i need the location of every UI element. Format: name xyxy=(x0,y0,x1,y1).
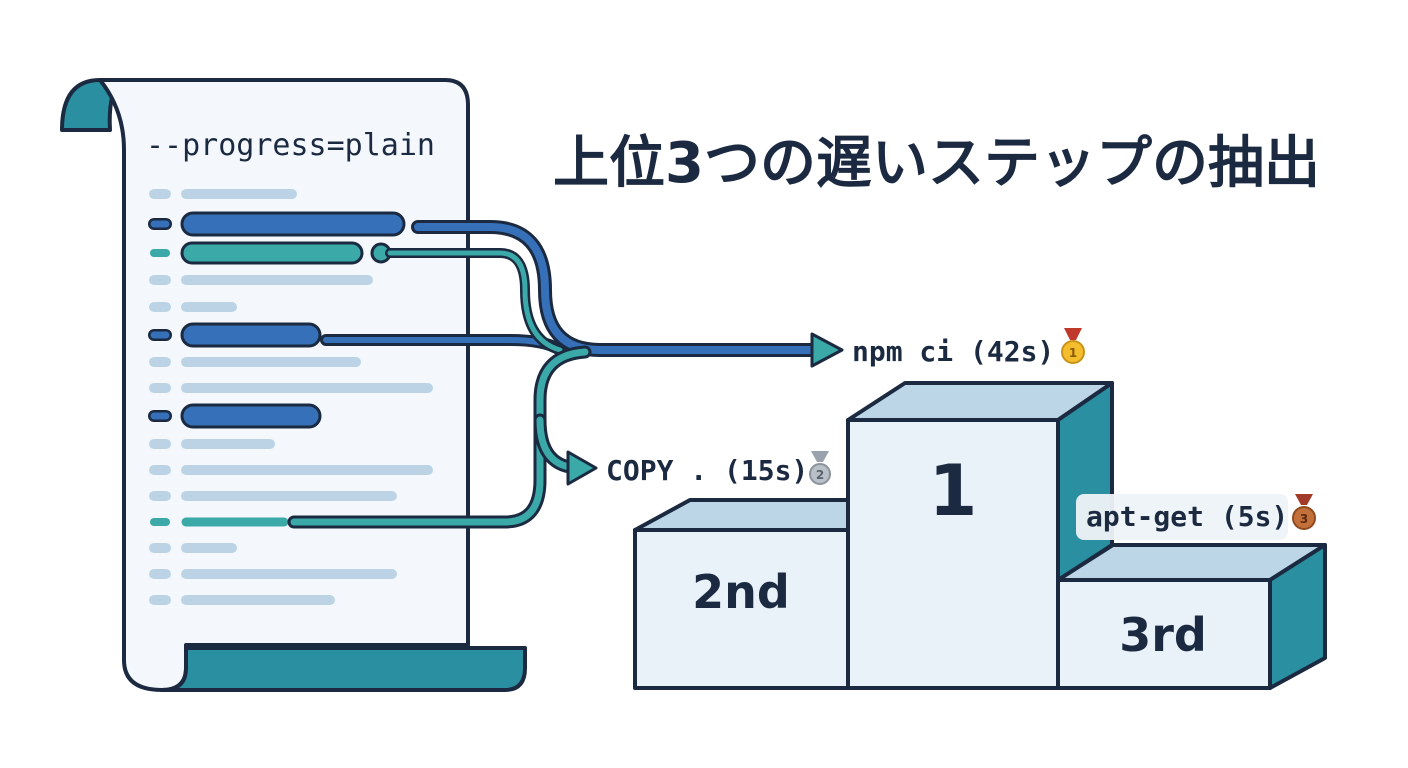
result-third: apt-get (5s) 3 xyxy=(1076,494,1316,540)
arrowhead-npm xyxy=(810,332,844,368)
result-third-label: apt-get (5s) xyxy=(1086,500,1288,533)
gold-medal-number: 1 xyxy=(1069,346,1077,360)
log-lines xyxy=(148,189,433,605)
slow-step-lines-blue xyxy=(148,211,406,429)
podium-second-label: 2nd xyxy=(692,565,790,619)
log-line-blue xyxy=(180,322,322,348)
bronze-medal-icon: 3 xyxy=(1292,494,1316,530)
result-third-bg xyxy=(1076,494,1288,540)
podium: 2nd 3rd 1 xyxy=(633,381,1327,690)
scroll-bottom-curl xyxy=(160,646,527,692)
result-second-label: COPY . (15s) xyxy=(606,454,808,487)
connector-npm-outline xyxy=(411,220,822,357)
silver-medal-icon: 2 xyxy=(809,451,831,485)
bronze-medal-number: 3 xyxy=(1300,512,1308,526)
log-header: --progress=plain xyxy=(146,128,435,163)
log-line-npm-ci xyxy=(180,211,406,237)
log-line-blue xyxy=(180,403,322,429)
slow-step-lines-teal xyxy=(150,241,392,527)
podium-first-label: 1 xyxy=(929,450,978,532)
podium-third: 3rd xyxy=(1056,543,1327,690)
podium-third-label: 3rd xyxy=(1119,608,1207,662)
result-first: npm ci (42s) 1 xyxy=(852,328,1085,368)
result-first-label: npm ci (42s) xyxy=(852,335,1054,368)
connectors xyxy=(287,220,844,529)
log-line-copy xyxy=(180,241,364,265)
silver-medal-number: 2 xyxy=(816,468,824,482)
result-second: COPY . (15s) 2 xyxy=(606,451,831,487)
page-title: 上位3つの遅いステップの抽出 xyxy=(553,131,1320,196)
arrowhead-copy xyxy=(566,450,598,486)
connector-npm xyxy=(414,223,819,354)
gold-medal-icon: 1 xyxy=(1061,328,1085,364)
podium-second: 2nd xyxy=(633,498,877,690)
connector-teal-1 xyxy=(387,250,563,353)
log-scroll: --progress=plain xyxy=(60,78,527,692)
